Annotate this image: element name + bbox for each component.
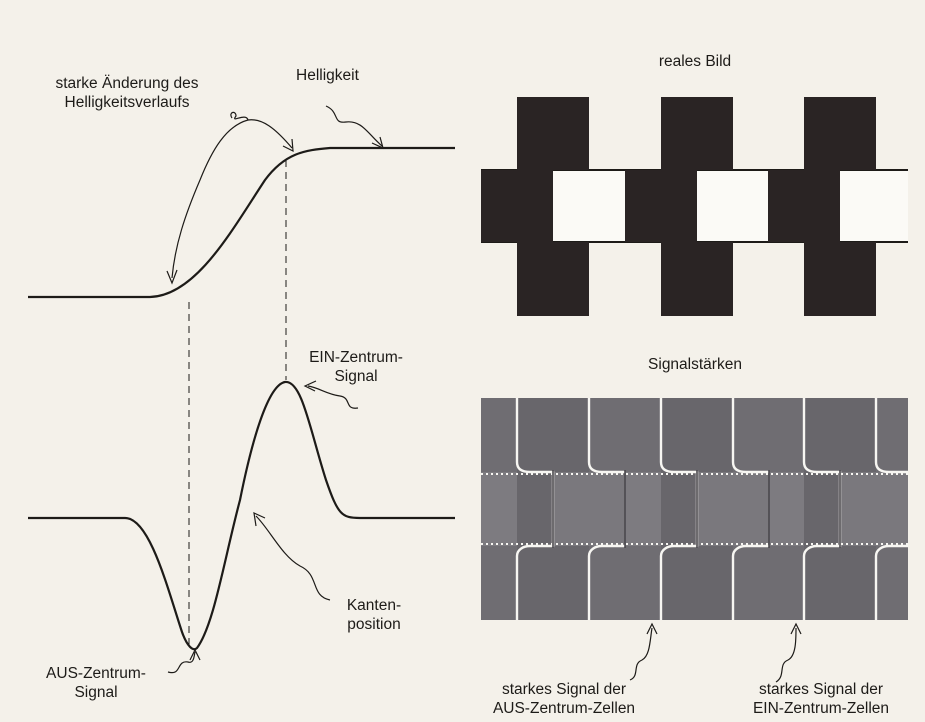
dark-square [768,170,840,242]
label-edge-position-line2: position [347,616,401,633]
leader-edge-change-2-arrow [282,138,294,153]
leader-off-cells-arrow [646,622,658,635]
label-on-cells: starkes Signal der EIN-Zentrum-Zellen [728,680,914,718]
label-on-center-line1: EIN-Zentrum- [309,349,403,366]
dark-square [804,242,876,316]
dark-square [804,97,876,170]
label-edge-change: starke Änderung des Helligkeitsverlaufs [22,74,232,112]
signal-edge-outline [874,544,908,620]
label-off-cells: starkes Signal der AUS-Zentrum-Zellen [474,680,654,718]
leader-edge-change [171,111,249,279]
signal-curve [28,380,455,651]
leader-brightness-arrow [371,136,384,150]
signal-band-block [840,472,908,546]
leader-off-center [167,651,196,674]
title-signal-strength: Signalstärken [648,356,742,373]
leader-on-cells-arrow [790,622,802,635]
dark-square [661,242,733,316]
leader-on-center-arrow [303,380,317,392]
dark-square [517,97,589,170]
label-on-center: EIN-Zentrum- Signal [306,348,406,386]
signal-edge-outline [731,398,769,474]
signal-edge-outline [587,544,625,620]
dark-square [481,170,553,242]
label-off-center: AUS-Zentrum- Signal [22,664,170,702]
signal-band-block [697,472,769,546]
signal-edge-outline [587,398,625,474]
label-brightness: Helligkeit [296,67,359,84]
label-on-cells-line1: starkes Signal der [758,681,884,698]
leader-off-center-arrow [189,648,201,661]
leader-edge-change-arrow [166,269,178,285]
signal-edge-outline [874,398,908,474]
signal-band-block [553,472,625,546]
dark-square [625,170,697,242]
signal-edge-outline [731,544,769,620]
label-off-cells-line2: AUS-Zentrum-Zellen [492,700,636,717]
label-off-cells-line1: starkes Signal der [501,681,627,698]
label-edge-change-line1: starke Änderung des [55,75,199,92]
title-real-image: reales Bild [658,53,732,70]
dark-square [517,242,589,316]
leader-on-center [307,385,359,409]
signal-strength-image [481,398,908,620]
leader-edge-position-arrow [253,511,266,527]
label-edge-position: Kanten- position [334,596,414,634]
leader-on-cells [775,627,797,683]
dark-square [661,97,733,170]
brightness-curve [28,146,455,299]
label-off-center-line2: Signal [74,684,118,701]
label-on-center-line2: Signal [334,368,378,385]
real-image [481,97,908,316]
label-edge-position-line1: Kanten- [346,597,402,614]
leader-off-cells [629,627,653,681]
label-off-center-line1: AUS-Zentrum- [46,665,146,682]
label-edge-change-line2: Helligkeitsverlaufs [64,94,190,111]
leader-brightness [325,105,383,147]
label-on-cells-line2: EIN-Zentrum-Zellen [752,700,890,717]
leader-edge-change-2 [247,119,293,149]
leader-edge-position [255,515,331,601]
